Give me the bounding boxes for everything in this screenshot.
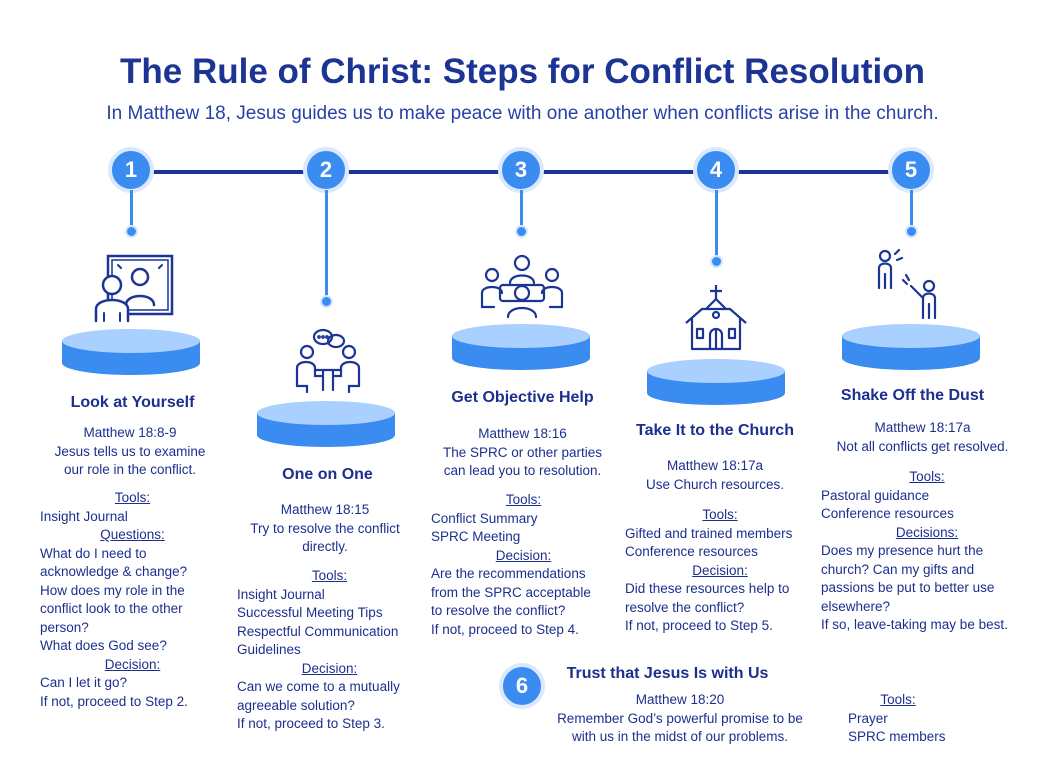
list-item: Prayer [848,710,888,726]
step-2-number: 2 [303,147,349,193]
step-4-title: Take It to the Church [636,422,794,439]
list-item: Are the recommendations [431,566,586,581]
step-2-title: One on One [282,466,373,483]
list-item: elsewhere? [821,598,891,614]
list-item: What do I need to [40,545,147,561]
step-5-details: Tools: Pastoral guidance Conference reso… [821,468,1033,635]
step-5-dot [905,225,918,238]
timeline-connector [540,170,710,174]
tools-label: Tools: [311,568,348,583]
step-1-number: 1 [108,147,154,193]
list-item: How does my role in the [40,582,185,598]
list-item: Can I let it go? [40,675,128,690]
waving-people-icon [875,248,947,320]
list-item: Insight Journal [40,508,128,524]
step-3-number: 3 [498,147,544,193]
step-4-number: 4 [693,147,739,193]
two-people-talking-icon [293,326,363,394]
tools-label: Tools: [880,692,916,707]
list-item: If not, proceed to Step 5. [625,618,773,633]
list-item: Conference resources [625,544,758,559]
step-5-description: Matthew 18:17a Not all conflicts get res… [836,420,1009,454]
list-item: from the SPRC acceptable [431,584,591,600]
list-item: If not, proceed to Step 4. [431,621,579,637]
list-item: Can we come to a mutually [237,679,400,694]
step-3-title: Get Objective Help [451,389,594,406]
decisions-label: Decisions: [895,524,959,540]
list-item: acknowledge & change? [40,564,188,579]
list-item: church? Can my gifts and [821,561,975,577]
step-3-platform [452,324,590,370]
list-item: If not, proceed to Step 3. [237,716,385,731]
decision-label: Decision: [495,547,552,563]
list-item: to resolve the conflict? [431,603,566,618]
page-subtitle: In Matthew 18, Jesus guides us to make p… [106,103,939,124]
step-3-details: Tools: Conflict Summary SPRC Meeting Dec… [431,491,616,639]
step-6-details: Tools: Prayer SPRC members [848,691,968,747]
step-5-title: Shake Off the Dust [840,387,985,404]
tools-label: Tools: [909,469,945,484]
step-1-dot [125,225,138,238]
list-item: Conference resources [821,506,954,521]
step-2-platform [257,401,395,447]
step-1-stem [130,190,133,228]
step-3-description: Matthew 18:16 The SPRC or other parties … [442,426,603,478]
decision-label: Decision: [104,656,161,672]
list-item: conflict look to the other [40,601,183,616]
list-item: Pastoral guidance [821,487,930,503]
list-item: SPRC members [848,729,946,744]
page-title: The Rule of Christ: Steps for Conflict R… [120,52,925,91]
list-item: If not, proceed to Step 2. [40,693,188,709]
tools-label: Tools: [505,492,542,507]
list-item: SPRC Meeting [431,529,521,544]
timeline-connector [150,170,320,174]
list-item: resolve the conflict? [625,599,745,615]
list-item: If so, leave-taking may be best. [821,617,1008,632]
church-icon [682,283,750,351]
list-item: agreeable solution? [237,697,355,713]
step-3-dot [515,225,528,238]
step-5-platform [842,324,980,370]
step-1-description: Matthew 18:8-9 Jesus tells us to examine… [54,425,206,477]
decision-label: Decision: [301,660,358,676]
list-item: Guidelines [237,642,301,657]
step-4-platform [647,359,785,405]
tools-label: Tools: [114,490,151,505]
step-6-number: 6 [499,663,545,709]
timeline-connector [735,170,905,174]
step-4-stem [715,190,718,258]
list-item: person? [40,619,89,635]
list-item: Insight Journal [237,586,325,602]
step-3-stem [520,190,523,228]
list-item: passions be put to better use [821,580,995,595]
list-item: Successful Meeting Tips [237,605,383,620]
step-4-dot [710,255,723,268]
step-1-title: Look at Yourself [70,394,195,411]
step-1-details: Tools: Insight Journal Questions: What d… [40,489,225,711]
step-2-stem [325,190,328,298]
step-4-description: Matthew 18:17a Use Church resources. [645,458,785,492]
mirror-self-reflection-icon [90,253,176,323]
decision-label: Decision: [692,562,748,578]
timeline-connector [345,170,515,174]
step-2-dot [320,295,333,308]
list-item: Does my presence hurt the [821,543,984,558]
list-item: Respectful Communication [237,623,399,639]
group-meeting-icon [478,253,566,321]
step-6-title: Trust that Jesus Is with Us [566,665,769,682]
list-item: What does God see? [40,638,167,653]
tools-label: Tools: [702,507,738,522]
step-1-platform [62,329,200,375]
step-6-description: Matthew 18:20 Remember God’s powerful pr… [557,692,803,744]
step-5-stem [910,190,913,228]
step-4-details: Tools: Gifted and trained members Confer… [625,506,815,636]
step-2-details: Tools: Insight Journal Successful Meetin… [237,567,422,734]
step-2-description: Matthew 18:15 Try to resolve the conflic… [250,502,400,554]
step-5-number: 5 [888,147,934,193]
questions-label: Questions: [100,527,165,542]
list-item: Did these resources help to [625,581,790,596]
list-item: Conflict Summary [431,510,538,526]
list-item: Gifted and trained members [625,525,793,541]
